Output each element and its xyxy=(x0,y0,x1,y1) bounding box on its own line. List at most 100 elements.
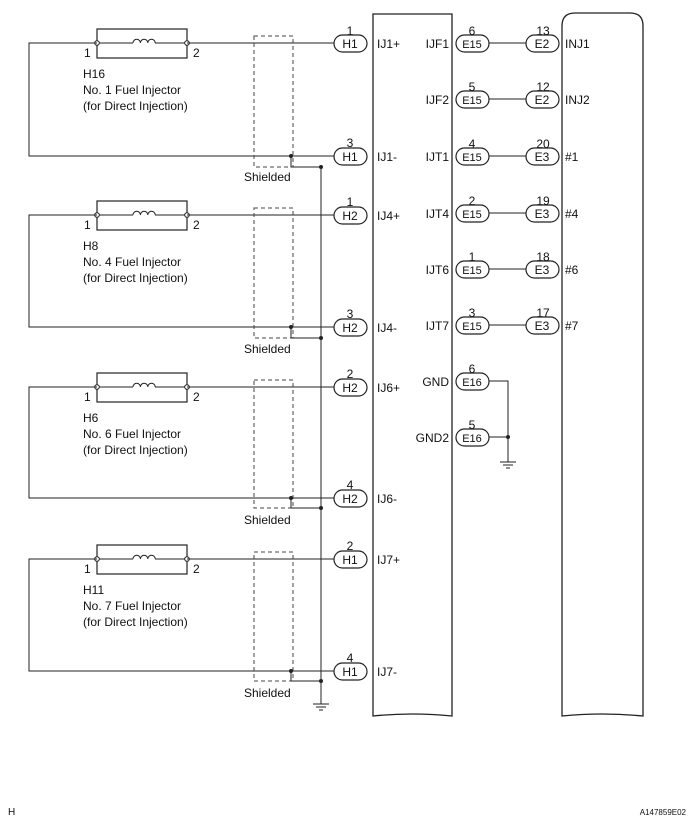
injector-code: H16 xyxy=(83,67,105,81)
injector-pin1: 1 xyxy=(84,218,91,232)
terminal-signal: IJ6+ xyxy=(377,381,400,395)
connector-pill xyxy=(333,489,368,508)
ground-signal: GND2 xyxy=(416,431,450,445)
injector-coil-icon xyxy=(132,382,156,388)
target-conn: E2 xyxy=(535,93,550,107)
connector-pin: 3 xyxy=(347,307,354,321)
injector-driver-ecu-body xyxy=(372,13,453,717)
connector-pill xyxy=(525,147,560,166)
injector-name: No. 6 Fuel Injector xyxy=(83,427,181,441)
shield-braid xyxy=(253,35,294,168)
output-signal: IJF1 xyxy=(426,37,450,51)
connector-pill xyxy=(525,90,560,109)
shielded-label: Shielded xyxy=(244,686,291,700)
ecu-input-ij6-plus: 2 H2 IJ6+ xyxy=(333,367,400,397)
ground-signal: GND xyxy=(422,375,449,389)
driver-output-ijf2: IJF2 5 E15 12 E2 INJ2 xyxy=(426,80,590,109)
output-signal: IJT1 xyxy=(426,150,450,164)
target-conn: E3 xyxy=(535,319,550,333)
injector-coil-icon xyxy=(132,38,156,44)
connector-pill xyxy=(525,34,560,53)
shield-braid xyxy=(253,551,294,682)
output-signal: IJF2 xyxy=(426,93,450,107)
target-signal: #7 xyxy=(565,319,579,333)
output-conn: E15 xyxy=(462,321,482,333)
output-pin: 6 xyxy=(469,24,476,38)
output-pin: 1 xyxy=(469,250,476,264)
terminal-signal: IJ4- xyxy=(377,321,397,335)
connector-pill xyxy=(333,147,368,166)
ecu-input-ij6-minus: 4 H2 IJ6- xyxy=(333,478,397,508)
injector-pin2: 2 xyxy=(193,562,200,576)
target-signal: #1 xyxy=(565,150,579,164)
connector-code: H2 xyxy=(342,209,358,223)
connector-pin: 1 xyxy=(347,24,354,38)
injector-h6: 1 2 H6 No. 6 Fuel Injector (for Direct I… xyxy=(83,372,200,457)
target-signal: INJ2 xyxy=(565,93,590,107)
terminal-signal: IJ6- xyxy=(377,492,397,506)
engine-ecu-body xyxy=(561,12,644,717)
injector-pin2: 2 xyxy=(193,46,200,60)
connector-pill xyxy=(525,260,560,279)
driver-output-ijt7: IJT7 3 E15 17 E3 #7 xyxy=(426,306,579,335)
shielded-label: Shielded xyxy=(244,170,291,184)
target-signal: #6 xyxy=(565,263,579,277)
output-pin: 3 xyxy=(469,306,476,320)
shielded-label: Shielded xyxy=(244,342,291,356)
connector-pill xyxy=(333,318,368,337)
target-conn: E3 xyxy=(535,207,550,221)
terminal-signal: IJ7+ xyxy=(377,553,400,567)
footer-figure-code: A147859E02 xyxy=(640,808,687,817)
driver-output-ijt1: IJT1 4 E15 20 E3 #1 xyxy=(426,137,579,166)
injector-h16: 1 2 H16 No. 1 Fuel Injector (for Direct … xyxy=(83,28,200,113)
injector-h11: 1 2 H11 No. 7 Fuel Injector (for Direct … xyxy=(83,544,200,629)
injector-note: (for Direct Injection) xyxy=(83,271,188,285)
injector-name: No. 7 Fuel Injector xyxy=(83,599,181,613)
connector-pill xyxy=(333,550,368,569)
injector-note: (for Direct Injection) xyxy=(83,443,188,457)
ground-pin: 5 xyxy=(469,418,476,432)
driver-output-ijf1: IJF1 6 E15 13 E2 INJ1 xyxy=(426,24,590,53)
output-conn: E15 xyxy=(462,152,482,164)
injector-pin2: 2 xyxy=(193,390,200,404)
target-signal: #4 xyxy=(565,207,579,221)
ecu-input-ij4-plus: 1 H2 IJ4+ xyxy=(333,195,400,225)
injector-code: H6 xyxy=(83,411,99,425)
connector-code: H1 xyxy=(342,150,358,164)
output-pin: 4 xyxy=(469,137,476,151)
driver-output-ijt4: IJT4 2 E15 19 E3 #4 xyxy=(426,194,579,223)
target-conn: E3 xyxy=(535,150,550,164)
injector-code: H8 xyxy=(83,239,99,253)
ecu-input-ij1-minus: 3 H1 IJ1- xyxy=(333,136,397,166)
connector-pin: 3 xyxy=(347,136,354,150)
ground-gnd2: GND2 5 E16 xyxy=(416,418,490,447)
injector-code: H11 xyxy=(83,583,104,597)
connector-pin: 2 xyxy=(347,367,354,381)
output-pin: 5 xyxy=(469,80,476,94)
connector-pill xyxy=(333,206,368,225)
connector-code: H1 xyxy=(342,665,358,679)
shield-braid xyxy=(253,379,294,509)
ecu-input-ij1-plus: 1 H1 IJ1+ xyxy=(333,24,400,53)
ecu-ground-symbol xyxy=(500,461,516,469)
terminal-signal: IJ1- xyxy=(377,150,397,164)
terminal-signal: IJ7- xyxy=(377,665,397,679)
shield-ground-symbol xyxy=(313,703,329,711)
output-conn: E15 xyxy=(462,209,482,221)
shield-braid xyxy=(253,207,294,339)
connector-pin: 4 xyxy=(347,478,354,492)
injector-name: No. 1 Fuel Injector xyxy=(83,83,181,97)
output-signal: IJT6 xyxy=(426,263,450,277)
injector-coil-icon xyxy=(132,554,156,560)
output-conn: E15 xyxy=(462,39,482,51)
injector-pin2: 2 xyxy=(193,218,200,232)
connector-code: H2 xyxy=(342,492,358,506)
connector-pin: 1 xyxy=(347,195,354,209)
injector-pin1: 1 xyxy=(84,562,91,576)
injector-coil-icon xyxy=(132,210,156,216)
footer-section-letter: H xyxy=(8,807,15,818)
output-pin: 2 xyxy=(469,194,476,208)
output-signal: IJT7 xyxy=(426,319,450,333)
connector-code: H2 xyxy=(342,381,358,395)
